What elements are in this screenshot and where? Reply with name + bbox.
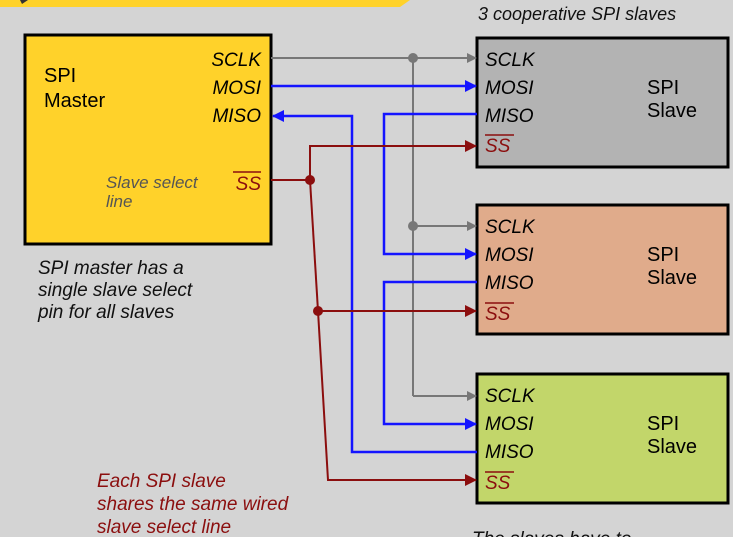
slave2-label-line2: Slave (647, 267, 697, 289)
mosi-chain-2-to-3 (382, 280, 477, 430)
slave-select-label-line2: line (106, 192, 132, 211)
slave3-pin-sclk: SCLK (485, 386, 536, 407)
master-label-line2: Master (44, 90, 105, 112)
miso-return-wire (272, 110, 477, 454)
slave2-pin-ss: SS (485, 304, 511, 325)
ss-wire-to-slave3 (317, 310, 477, 486)
master-pin-ss: SS (236, 174, 262, 195)
slave2-pin-sclk: SCLK (485, 217, 536, 238)
master-note-line1: SPI master has a (38, 258, 184, 279)
ss-junction-2 (313, 306, 323, 316)
slave2-label-line1: SPI (647, 244, 679, 266)
master-box (23, 33, 273, 246)
slave1-pin-sclk: SCLK (485, 50, 536, 71)
slave2-pin-mosi: MOSI (485, 245, 534, 266)
slave1-pin-ss: SS (485, 136, 511, 157)
slave-box-1 (475, 36, 730, 169)
sclk-junction-1 (408, 53, 418, 63)
mosi-wires (271, 80, 477, 430)
master-label-line1: SPI (44, 65, 76, 87)
title-bar-remnant (0, 0, 410, 7)
slave1-label-line2: Slave (647, 100, 697, 122)
sclk-junction-2 (408, 221, 418, 231)
shared-note-line2: shares the same wired (97, 494, 290, 515)
ss-trunk-upper (309, 179, 319, 312)
slave3-label-line2: Slave (647, 436, 697, 458)
master-pin-mosi: MOSI (212, 78, 261, 99)
slaves-caption: 3 cooperative SPI slaves (478, 4, 676, 24)
slave-select-label-line1: Slave select (106, 173, 199, 192)
slave1-pin-miso: MISO (485, 106, 534, 127)
title-glyph-remnant (20, 0, 28, 4)
master-note-line2: single slave select (38, 280, 193, 301)
slave1-label-line1: SPI (647, 77, 679, 99)
slave-box-3 (475, 372, 730, 505)
ss-junction-1 (305, 175, 315, 185)
master-pin-sclk: SCLK (211, 50, 262, 71)
master-note-line3: pin for all slaves (37, 302, 175, 323)
slave3-pin-ss: SS (485, 473, 511, 494)
slave3-pin-miso: MISO (485, 442, 534, 463)
ss-wires (271, 140, 477, 486)
slave-box-2 (475, 203, 730, 336)
master-pin-miso: MISO (212, 106, 261, 127)
shared-note-line1: Each SPI slave (97, 471, 226, 492)
bottom-note-line1: The slaves have to (472, 529, 631, 537)
slave3-pin-mosi: MOSI (485, 414, 534, 435)
sclk-wires (271, 53, 477, 401)
mosi-chain-1-to-2 (382, 112, 477, 260)
slave1-pin-mosi: MOSI (485, 78, 534, 99)
ss-wire-to-slave1 (271, 140, 477, 181)
slave3-label-line1: SPI (647, 413, 679, 435)
shared-note-line3: slave select line (97, 517, 231, 537)
slave2-pin-miso: MISO (485, 273, 534, 294)
